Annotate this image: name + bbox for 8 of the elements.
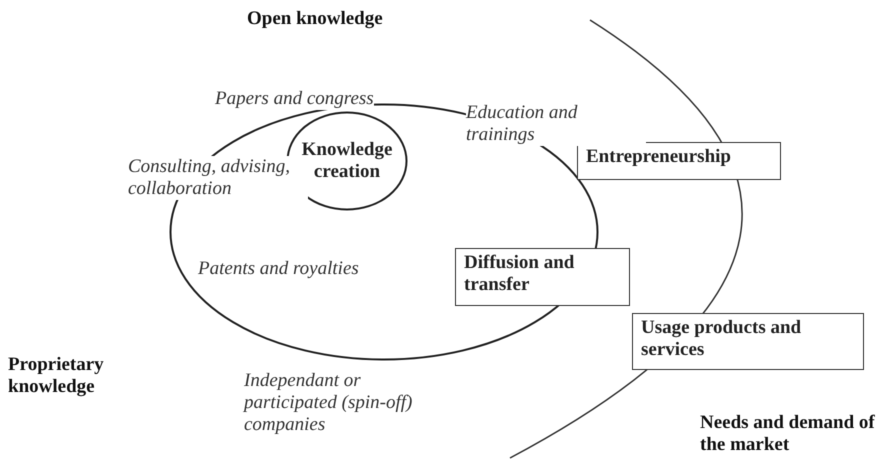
region-label: Open knowledge (247, 8, 383, 30)
channel-label: Patents and royalties (198, 258, 359, 280)
usage-box: Usage products and services (632, 313, 864, 370)
diffusion-box: Diffusion and transfer (455, 248, 630, 306)
channel-label: Papers and congress (215, 88, 374, 110)
channel-label: Education and trainings (466, 102, 646, 146)
channel-label: Consulting, advising, collaboration (128, 156, 308, 200)
entrepreneurship-box: Entrepreneurship (577, 142, 781, 180)
